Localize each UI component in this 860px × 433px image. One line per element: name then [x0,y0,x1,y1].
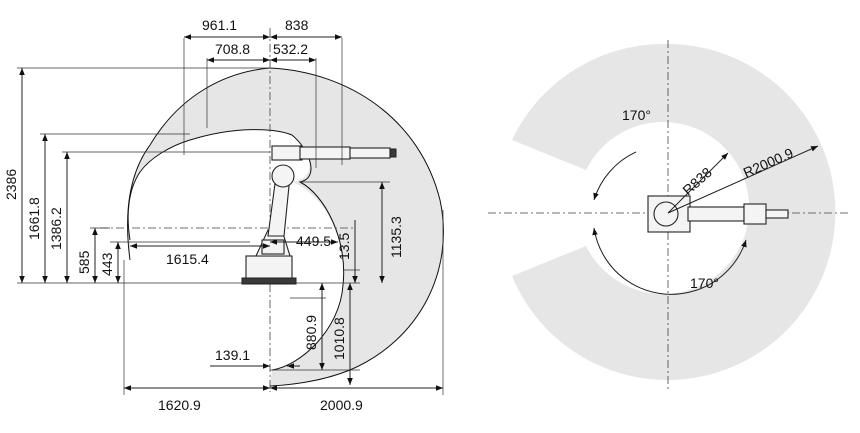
robot-base-plate [241,277,297,285]
rotation-arrow-bottom-right [689,239,747,293]
dim-bottom-1620: 1620.9 [158,397,201,413]
robot-upper-arm-housing [271,145,303,161]
dim-height-585: 585 [76,250,92,274]
top-robot-flange [765,209,789,219]
dim-height-1661: 1661.8 [26,197,42,240]
robot-flange [389,148,397,158]
dim-offset-139: 139.1 [215,347,250,363]
side-robot-illustration [241,145,397,285]
side-view: 961.1 838 708.8 532.2 2386 1661.8 1386.2… [3,17,444,413]
dim-top-708: 708.8 [215,41,250,57]
angle-label-bottom: 170° [690,275,719,291]
dim-reach-1615: 1615.4 [166,251,209,267]
dim-depth-1010: 1010.8 [331,317,347,360]
dim-reach-449: 449.5 [296,233,331,249]
robot-wrist [349,147,391,159]
dim-height-1386: 1386.2 [48,207,64,250]
dim-top-961: 961.1 [202,17,237,33]
top-robot-illustration [647,195,789,233]
top-robot-wrist-housing [743,203,767,225]
dim-height-1135: 1135.3 [388,216,404,258]
dim-height-13: 13.5 [336,233,352,260]
angle-label-top: 170° [622,107,651,123]
radius-line-2000 [667,145,819,214]
radius-label-inner: R838 [679,164,715,198]
dim-top-838: 838 [285,17,309,33]
side-envelope-outline [269,67,444,387]
dim-height-2386: 2386 [3,169,19,200]
top-envelope-ring [512,43,836,380]
robot-elbow [271,164,295,188]
top-robot-joint [653,201,679,227]
rotation-arrow-top [593,151,637,201]
dim-depth-880: 880.9 [303,315,319,350]
side-envelope-inner-outline [127,129,345,371]
dim-bottom-2000: 2000.9 [320,397,363,413]
robot-forearm [299,146,351,160]
top-view: 170° 170° R838 R2000.9 [488,40,848,392]
rotation-arrow-bottom [592,227,691,295]
top-robot-arm [687,206,745,222]
radius-line-838 [667,152,729,214]
dim-top-532: 532.2 [273,41,308,57]
dim-height-443: 443 [99,252,115,276]
